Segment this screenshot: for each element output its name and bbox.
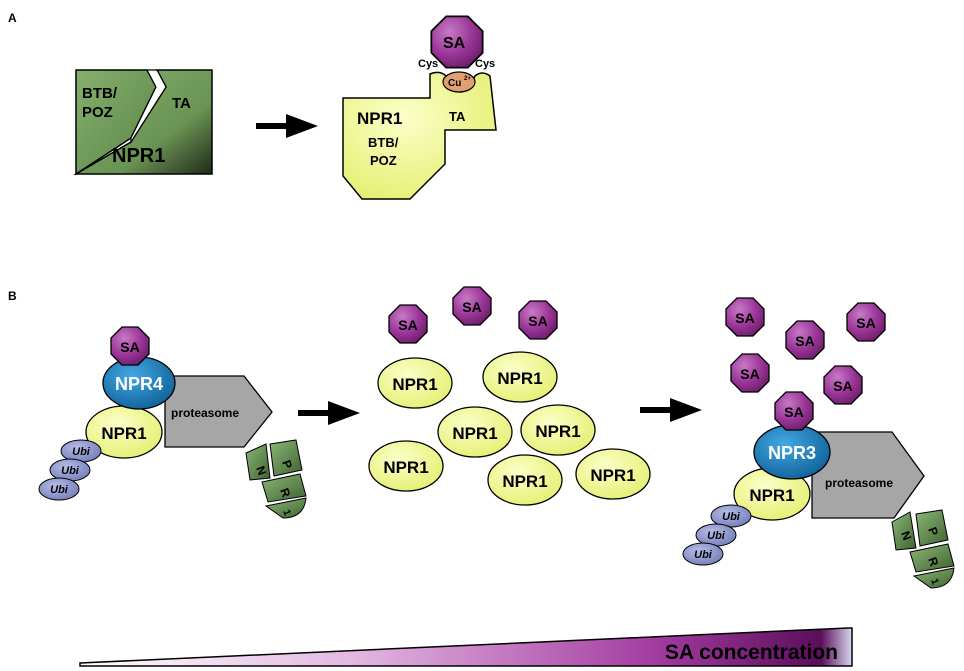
active-btb-label-1: BTB/ bbox=[368, 135, 399, 150]
copper-ion-label: Cu bbox=[448, 78, 461, 89]
proteasome-label: proteasome bbox=[825, 476, 893, 490]
ubiquitin-icon bbox=[682, 542, 724, 566]
ubi-label-3: Ubi bbox=[50, 484, 69, 496]
ubi-label-2: Ubi bbox=[61, 465, 80, 477]
sa-label: SA bbox=[795, 333, 814, 349]
inactive-btb-label-2: POZ bbox=[82, 104, 113, 121]
sa-label: SA bbox=[120, 339, 139, 355]
npr1-bubble bbox=[482, 351, 558, 403]
sa-concentration-label: SA concentration bbox=[665, 641, 838, 664]
sa-concentration-gradient-bar bbox=[79, 627, 853, 667]
domain-gap bbox=[130, 69, 167, 145]
fragment-1-label: 1 bbox=[280, 508, 292, 517]
npr1-bubble bbox=[575, 448, 651, 500]
npr1-label: NPR1 bbox=[101, 424, 146, 443]
panel-label-a: A bbox=[8, 11, 17, 25]
sa-label: SA bbox=[856, 315, 875, 331]
arrow-right-icon bbox=[298, 401, 360, 425]
ubi-label-1: Ubi bbox=[72, 446, 91, 458]
copper-ion-icon bbox=[442, 71, 476, 93]
npr3-complex: SA SA SA SA SA proteasome NPR1 NPR3 SA U… bbox=[682, 297, 955, 589]
arrow-right-icon bbox=[640, 398, 702, 422]
npr1-label: NPR1 bbox=[497, 369, 542, 388]
npr4-complex: proteasome NPR1 NPR4 SA Ubi Ubi Ubi N P … bbox=[38, 326, 307, 519]
ubi-label-3: Ubi bbox=[694, 549, 713, 561]
ubi-label-1: Ubi bbox=[722, 511, 741, 523]
npr1-active-protein bbox=[342, 71, 497, 200]
cys-right-label: Cys bbox=[475, 58, 495, 70]
npr1-label: NPR1 bbox=[535, 422, 580, 441]
inactive-ta-label: TA bbox=[172, 95, 191, 112]
npr1-fragments: N P R 1 bbox=[891, 509, 955, 589]
active-ta-label: TA bbox=[449, 109, 466, 124]
ubiquitin-icon bbox=[38, 477, 80, 501]
active-btb-label-2: POZ bbox=[370, 153, 397, 168]
copper-ion-charge: 2+ bbox=[464, 76, 471, 82]
sa-label: SA bbox=[740, 366, 759, 382]
free-npr1-group: SA SA SA NPR1 NPR1 NPR1 NPR1 NPR1 NPR1 N… bbox=[368, 286, 651, 506]
npr1-bubble bbox=[520, 404, 596, 456]
npr4-label: NPR4 bbox=[115, 374, 163, 394]
npr1-label: NPR1 bbox=[502, 472, 547, 491]
ubiquitin-icon bbox=[710, 504, 752, 528]
cys-left-label: Cys bbox=[418, 58, 438, 70]
npr1-label: NPR1 bbox=[590, 466, 635, 485]
npr1-fragments: N P R 1 bbox=[245, 439, 307, 519]
proteasome-shape bbox=[164, 375, 273, 448]
sa-label: SA bbox=[462, 299, 481, 315]
sa-label: SA bbox=[528, 313, 547, 329]
npr1-bubble bbox=[437, 406, 513, 458]
npr1-label: NPR1 bbox=[383, 458, 428, 477]
sa-label: SA bbox=[443, 35, 466, 52]
proteasome-label: proteasome bbox=[171, 406, 239, 420]
arrow-right-icon bbox=[256, 114, 318, 138]
npr1-label: NPR1 bbox=[452, 424, 497, 443]
npr1-bubble bbox=[487, 454, 563, 506]
sa-label: SA bbox=[735, 310, 754, 326]
fragment-1-label: 1 bbox=[928, 577, 940, 586]
npr1-bubble bbox=[377, 357, 453, 409]
npr1-label: NPR1 bbox=[749, 486, 794, 505]
sa-label: SA bbox=[784, 404, 803, 420]
inactive-btb-label-1: BTB/ bbox=[82, 85, 118, 102]
inactive-npr1-label: NPR1 bbox=[112, 145, 165, 167]
npr1-inactive-protein bbox=[73, 69, 213, 176]
sa-label: SA bbox=[398, 317, 417, 333]
npr1-bubble bbox=[368, 440, 444, 492]
npr1-label: NPR1 bbox=[392, 375, 437, 394]
proteasome-shape bbox=[811, 431, 925, 519]
ubi-label-2: Ubi bbox=[707, 530, 726, 542]
npr3-label: NPR3 bbox=[768, 443, 816, 463]
sa-label: SA bbox=[833, 378, 852, 394]
active-npr1-label: NPR1 bbox=[357, 109, 402, 128]
panel-label-b: B bbox=[8, 289, 17, 303]
